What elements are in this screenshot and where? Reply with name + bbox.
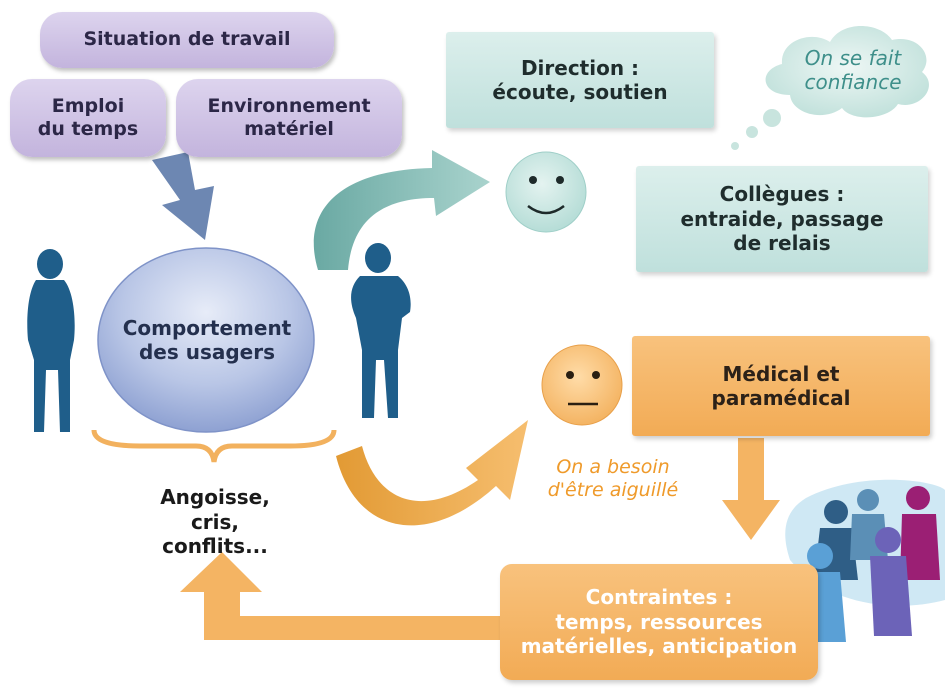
aiguille-note: On a besoin d'être aiguillé — [547, 456, 679, 501]
collegues-box: Collègues : entraide, passage de relais — [636, 166, 928, 272]
contraintes-box: Contraintes : temps, ressources matériel… — [500, 564, 818, 680]
comportement-ellipse — [97, 247, 315, 433]
people-group-icon — [785, 479, 945, 642]
confiance-note: On se fait confiance — [804, 46, 902, 94]
orange-return-arrow — [180, 552, 500, 640]
situation-de-travail-box: Situation de travail — [40, 12, 334, 68]
brace-under-ellipse — [91, 429, 337, 463]
smiley-happy-icon — [505, 151, 587, 233]
medical-box: Médical et paramédical — [632, 336, 930, 436]
emploi-du-temps-box: Emploi du temps — [10, 79, 166, 157]
woman-silhouette-icon — [27, 249, 75, 432]
thought-cloud-icon — [731, 26, 929, 150]
direction-box: Direction : écoute, soutien — [446, 32, 714, 128]
purple-down-arrow — [152, 152, 214, 240]
comportement-label: Comportement des usagers — [122, 315, 292, 364]
teal-curved-arrow — [313, 150, 490, 270]
orange-curved-arrow — [336, 420, 528, 526]
man-silhouette-icon — [351, 243, 411, 418]
environnement-materiel-box: Environnement matériel — [176, 79, 402, 157]
orange-down-arrow — [722, 438, 780, 540]
angoisse-label: Angoisse, cris, conflits... — [160, 485, 270, 559]
smiley-neutral-icon — [541, 344, 623, 426]
